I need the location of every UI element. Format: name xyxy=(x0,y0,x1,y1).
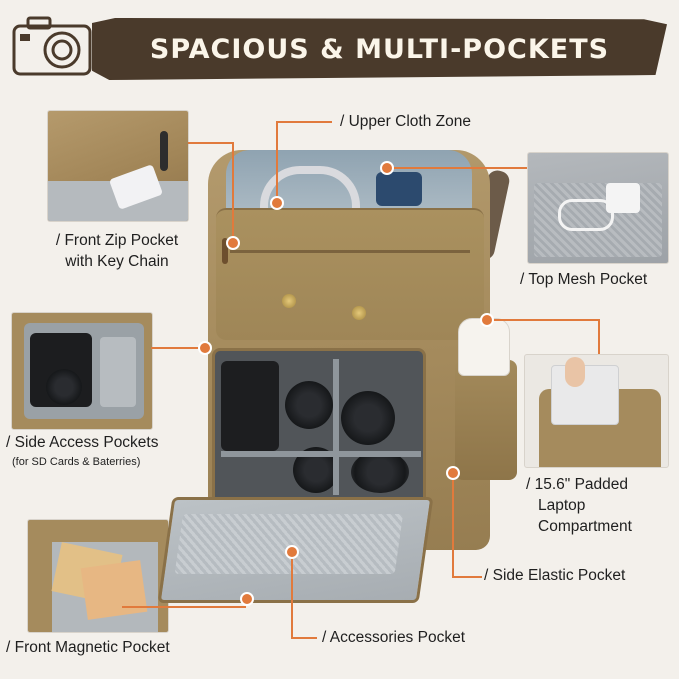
laptop-compartment-photo xyxy=(524,354,669,468)
laptop-compartment-label: / 15.6" Padded Laptop Compartment xyxy=(526,476,632,535)
accessories-pocket-marker xyxy=(285,545,299,559)
accessories-pocket-label: / Accessories Pocket xyxy=(322,629,466,646)
camera-icon xyxy=(12,16,92,76)
upper-cloth-zone-area xyxy=(226,150,472,214)
side-access-pockets-marker xyxy=(198,341,212,355)
water-bottle xyxy=(458,318,510,376)
front-zip-pocket-photo xyxy=(47,110,189,222)
laptop-compartment-marker xyxy=(480,313,494,327)
side-elastic-pocket-label: / Side Elastic Pocket xyxy=(484,567,626,584)
upper-cloth-zone-marker xyxy=(270,196,284,210)
side-access-pockets-photo xyxy=(11,312,153,430)
front-zip-pocket-label: / Front Zip Pocket with Key Chain xyxy=(55,232,179,270)
front-magnetic-pocket-photo xyxy=(27,519,169,633)
title-banner xyxy=(92,18,667,80)
camera-compartment xyxy=(212,348,426,506)
front-magnetic-pocket-label: / Front Magnetic Pocket xyxy=(6,639,170,656)
front-magnetic-pocket-marker xyxy=(240,592,254,606)
upper-cloth-zone-label: / Upper Cloth Zone xyxy=(340,113,471,130)
front-zip-pocket-marker xyxy=(226,236,240,250)
side-access-pockets-note: (for SD Cards & Baterries) xyxy=(12,456,141,468)
side-access-pockets-label: / Side Access Pockets xyxy=(6,434,159,451)
top-mesh-pocket-label: / Top Mesh Pocket xyxy=(520,271,648,288)
top-mesh-pocket-marker xyxy=(380,161,394,175)
side-elastic-pocket-marker xyxy=(446,466,460,480)
front-zip-pocket-area xyxy=(216,208,484,340)
page-title: SPACIOUS & MULTI-POCKETS xyxy=(149,33,610,65)
top-mesh-pocket-photo xyxy=(527,152,669,264)
side-elastic-pocket-area xyxy=(455,360,517,480)
